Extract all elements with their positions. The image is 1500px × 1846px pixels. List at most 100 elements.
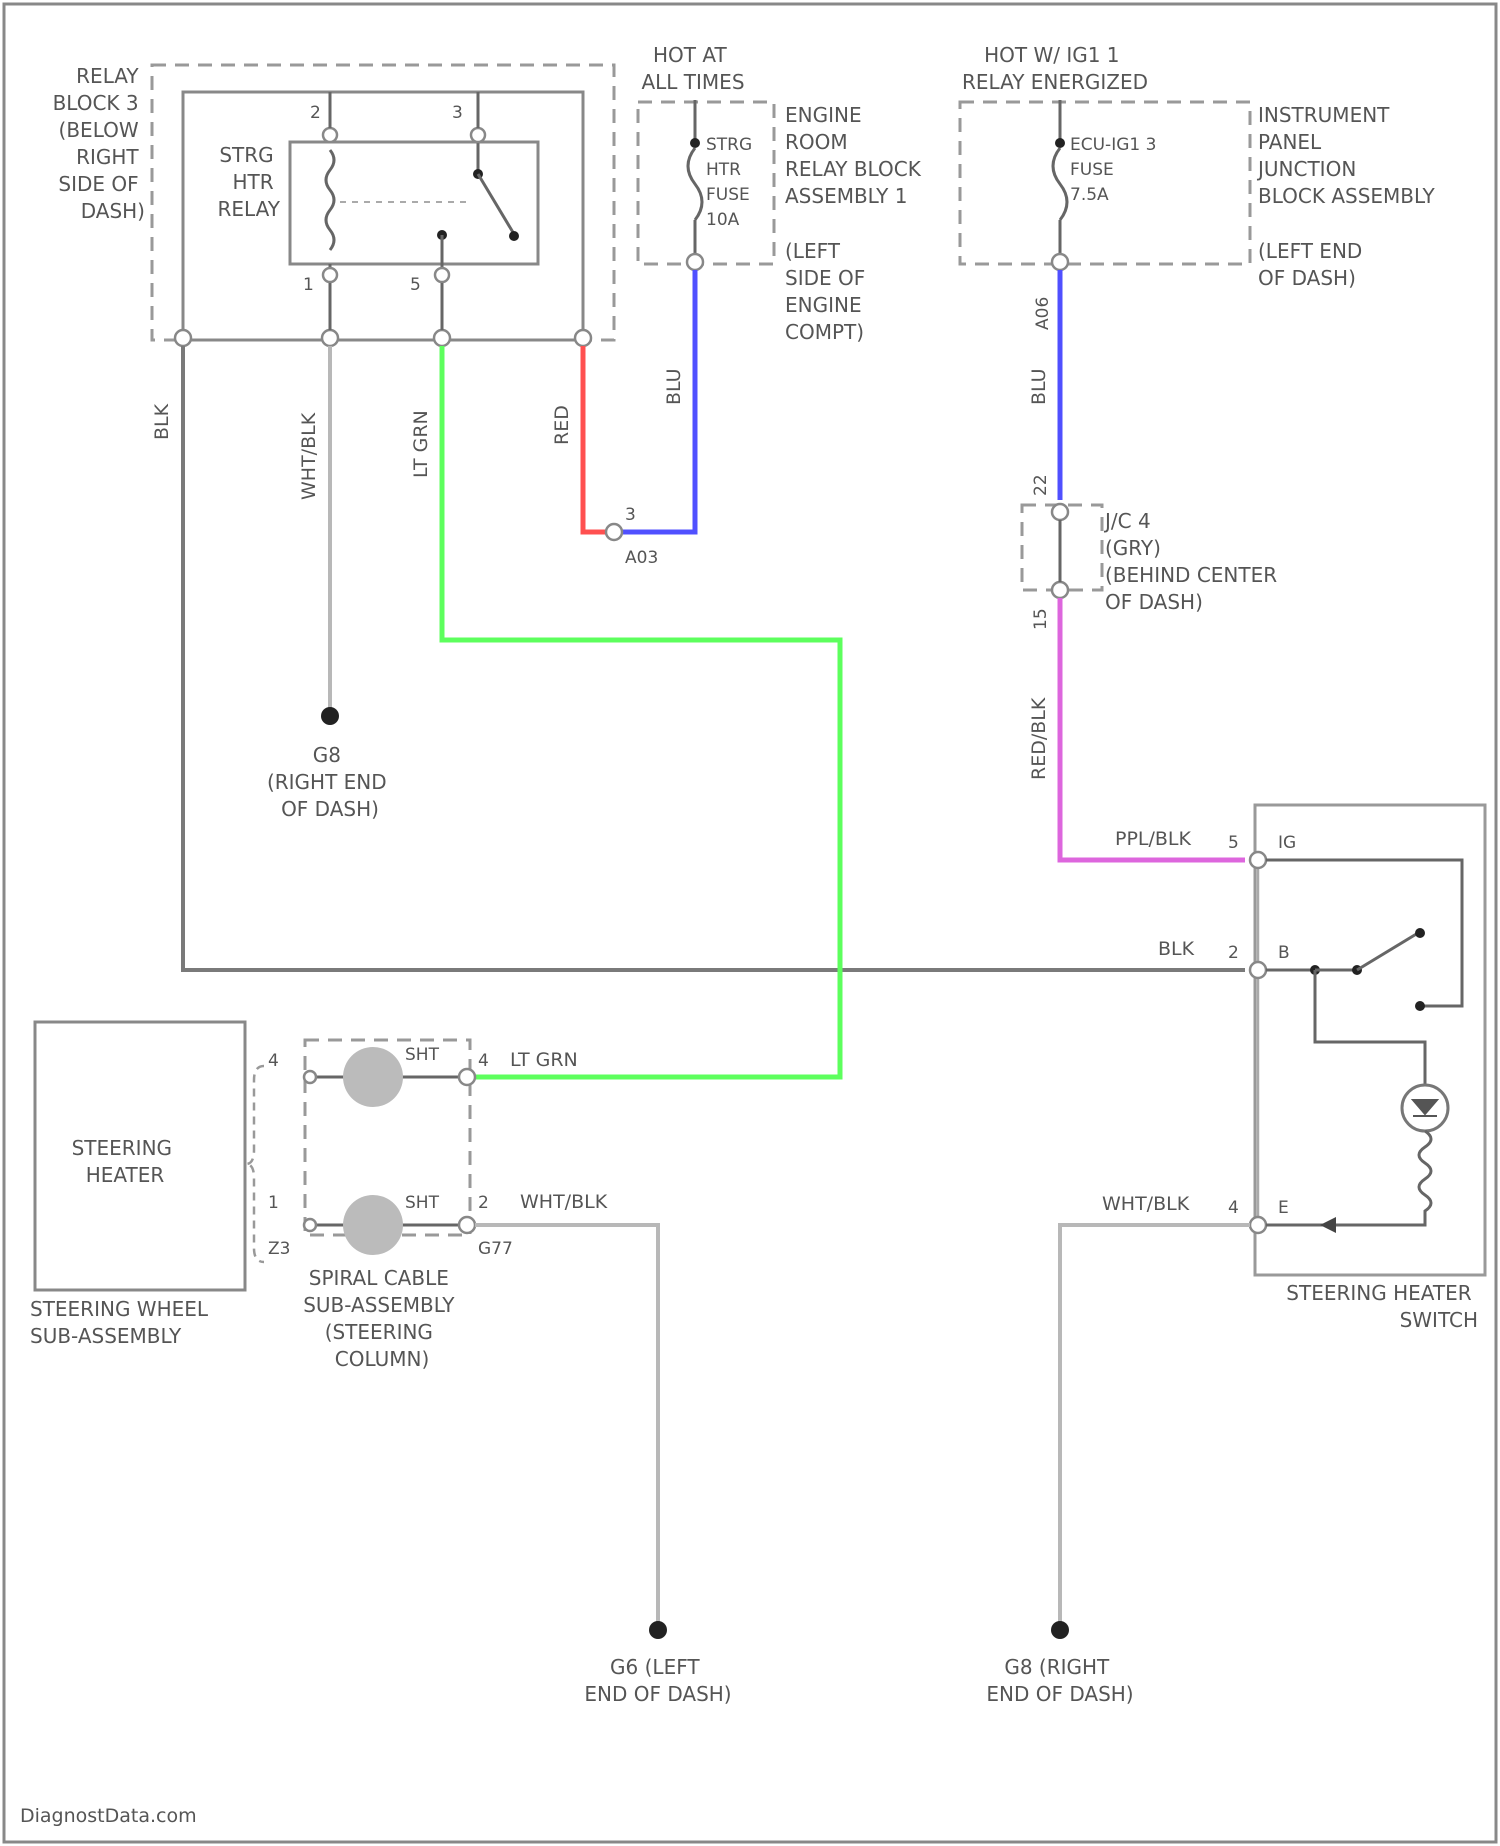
jc4-label: J/C 4 (GRY) (BEHIND CENTER OF DASH) bbox=[1103, 509, 1284, 614]
junction-a03-pin: 3 bbox=[625, 505, 636, 525]
spiral-pin-4 bbox=[459, 1069, 475, 1085]
ground-g8-bottom-dot bbox=[1051, 1621, 1069, 1639]
heater-switch-caption: STEERING HEATER SWITCH bbox=[1286, 1281, 1478, 1332]
wire-red-label: RED bbox=[551, 405, 573, 445]
switch-pin-e-num: 4 bbox=[1228, 1198, 1239, 1218]
switch-pin-ig-label: IG bbox=[1278, 833, 1296, 853]
wire-wht-blk-switch bbox=[1060, 1225, 1250, 1626]
switch-ig-trace bbox=[1266, 860, 1462, 1006]
wire-red-blk-label: RED/BLK bbox=[1028, 697, 1050, 780]
ground-g8-bottom: G8 (RIGHT END OF DASH) bbox=[986, 1621, 1133, 1706]
wire-lt-grn bbox=[442, 346, 840, 1077]
wire-wht-blk-relay-label: WHT/BLK bbox=[298, 412, 320, 500]
fuse-right-conn bbox=[1052, 254, 1068, 270]
wire-ppl-blk-label: PPL/BLK bbox=[1115, 828, 1192, 850]
relay-pin-1-label: 1 bbox=[303, 275, 314, 295]
steering-heater-pin-bottom: 1 bbox=[268, 1193, 279, 1213]
fuse-right-location: INSTRUMENT PANEL JUNCTION BLOCK ASSEMBLY bbox=[1256, 103, 1436, 208]
spiral-pin-bottom-label: 2 bbox=[478, 1193, 489, 1213]
relay-pin-3 bbox=[471, 128, 485, 142]
junction-a03 bbox=[606, 524, 622, 540]
heater-switch: 5 IG 2 B 4 E STEERING HEATER SWITCH bbox=[1228, 805, 1485, 1332]
wire-blk-main bbox=[183, 346, 1245, 970]
switch-heater-coil bbox=[1266, 1131, 1431, 1225]
wire-lt-grn-spiral-label: LT GRN bbox=[510, 1049, 578, 1071]
wire-blu-left-label: BLU bbox=[663, 368, 685, 405]
fuse-right-terminal-top bbox=[1055, 138, 1065, 148]
relay-block-conn-grn bbox=[434, 330, 450, 346]
switch-pin-e-label: E bbox=[1278, 1198, 1289, 1218]
switch-arm bbox=[1357, 933, 1418, 970]
relay-pin-3-label: 3 bbox=[452, 103, 463, 123]
wire-wht-blk-spiral-label: WHT/BLK bbox=[520, 1191, 608, 1213]
ground-g8-top-dot bbox=[321, 707, 339, 725]
switch-pin-ig bbox=[1250, 852, 1266, 868]
relay-block: RELAY BLOCK 3 (BELOW RIGHT SIDE OF DASH)… bbox=[53, 64, 614, 346]
ground-g8-top: G8 (RIGHT END OF DASH) bbox=[267, 707, 393, 821]
spiral-coil-bottom bbox=[343, 1195, 403, 1255]
relay-block-conn-blk bbox=[175, 330, 191, 346]
relay-block-conn-red bbox=[575, 330, 591, 346]
jc4-pin-top-label: 22 bbox=[1031, 474, 1051, 496]
spiral-cable: SHT SHT 4 2 G77 SPIRAL CABLE SUB-ASSEMBL… bbox=[303, 1040, 513, 1371]
heater-switch-outer bbox=[1255, 805, 1485, 1275]
wire-red-blk bbox=[1060, 598, 1245, 860]
wire-wht-blk-switch-label: WHT/BLK bbox=[1102, 1193, 1190, 1215]
fuse-left-location: ENGINE ROOM RELAY BLOCK ASSEMBLY 1 bbox=[785, 103, 927, 208]
wire-blu-right-label: BLU bbox=[1028, 368, 1050, 405]
relay-pin-5-label: 5 bbox=[410, 275, 421, 295]
ground-g6-bottom: G6 (LEFT END OF DASH) bbox=[584, 1621, 731, 1706]
fuse-left-name: STRG HTR FUSE 10A bbox=[706, 135, 758, 230]
relay-name: STRG HTR RELAY bbox=[218, 143, 281, 221]
spiral-conn-code: G77 bbox=[478, 1239, 513, 1259]
fuse-right-outline bbox=[960, 102, 1250, 264]
fuse-right-name: ECU-IG1 3 FUSE 7.5A bbox=[1070, 135, 1162, 205]
relay-contact-end bbox=[509, 231, 519, 241]
steering-heater-pin-top: 4 bbox=[268, 1051, 279, 1071]
switch-pin-b-num: 2 bbox=[1228, 943, 1239, 963]
ground-g8-top-label: G8 (RIGHT END OF DASH) bbox=[267, 743, 393, 821]
wire-wht-blk-spiral bbox=[475, 1225, 658, 1626]
spiral-sht-top: SHT bbox=[405, 1045, 440, 1065]
spiral-pin-top-label: 4 bbox=[478, 1051, 489, 1071]
jc4-pin-top bbox=[1052, 504, 1068, 520]
fuse-left-hot: HOT AT ALL TIMES bbox=[641, 43, 744, 94]
fuse-left-conn bbox=[687, 254, 703, 270]
jc4-pin-bottom-label: 15 bbox=[1031, 608, 1051, 630]
ground-g6-label: G6 (LEFT END OF DASH) bbox=[584, 1655, 731, 1706]
fuse-right-hot: HOT W/ IG1 1 RELAY ENERGIZED bbox=[962, 43, 1148, 94]
relay-block-title: RELAY BLOCK 3 (BELOW RIGHT SIDE OF DASH) bbox=[53, 64, 145, 223]
indicator-led-icon bbox=[1413, 1100, 1437, 1116]
relay-pin-2-label: 2 bbox=[310, 103, 321, 123]
fuse-left-side: (LEFT SIDE OF ENGINE COMPT) bbox=[785, 239, 872, 344]
wire-blk-label: BLK bbox=[151, 403, 173, 440]
relay-pin-1 bbox=[323, 268, 337, 282]
switch-pin-e bbox=[1250, 1217, 1266, 1233]
wire-lt-grn-label: LT GRN bbox=[410, 410, 432, 478]
switch-pin-b-label: B bbox=[1278, 943, 1290, 963]
ground-g6-dot bbox=[649, 1621, 667, 1639]
fuse-left-terminal-top bbox=[690, 138, 700, 148]
wire-red bbox=[583, 346, 612, 532]
relay-coil bbox=[326, 130, 334, 275]
junction-a03-name: A03 bbox=[625, 548, 658, 568]
connector-a06-label: A06 bbox=[1033, 297, 1053, 330]
switch-diode-icon bbox=[1320, 1217, 1336, 1233]
switch-indicator-feed bbox=[1315, 970, 1425, 1085]
fuse-left-group: HOT AT ALL TIMES STRG HTR FUSE 10A ENGIN… bbox=[638, 43, 927, 344]
fuse-left-element bbox=[688, 148, 702, 220]
steering-heater-caption: STEERING WHEEL SUB-ASSEMBLY bbox=[30, 1297, 214, 1348]
steering-heater-conn-code: Z3 bbox=[268, 1239, 290, 1259]
watermark: DiagnostData.com bbox=[20, 1805, 197, 1827]
switch-pin-ig-num: 5 bbox=[1228, 833, 1239, 853]
switch-pin-b bbox=[1250, 962, 1266, 978]
fuse-right-element bbox=[1053, 148, 1067, 220]
wire-blk-switch-label: BLK bbox=[1158, 938, 1195, 960]
spiral-pin-left-bottom bbox=[304, 1219, 316, 1231]
steering-heater-label: STEERING HEATER bbox=[72, 1136, 179, 1187]
spiral-sht-bottom: SHT bbox=[405, 1193, 440, 1213]
spiral-pin-2 bbox=[459, 1217, 475, 1233]
ground-g8-bottom-label: G8 (RIGHT END OF DASH) bbox=[986, 1655, 1133, 1706]
relay-switch-arm bbox=[478, 174, 514, 234]
